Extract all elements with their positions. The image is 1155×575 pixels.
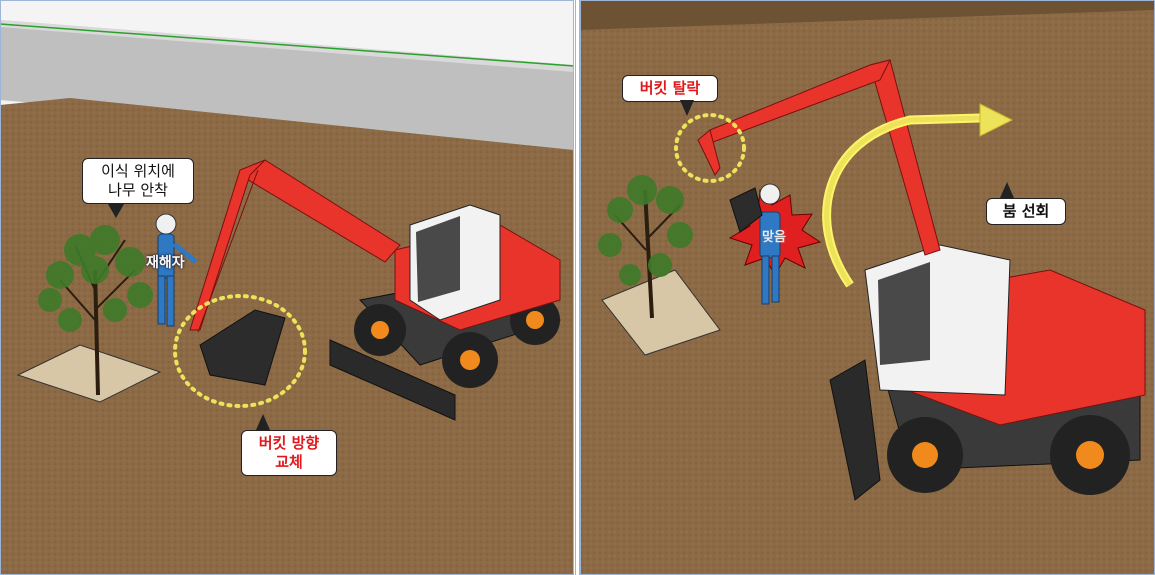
tree <box>598 175 693 319</box>
callout-transplant-line1: 이식 위치에 <box>101 162 175 180</box>
panel-divider <box>575 0 580 575</box>
excavator <box>697 59 1146 501</box>
ground <box>0 98 574 575</box>
callout-boom-swing-tail <box>1000 182 1014 198</box>
callout-bucket-dir-line2: 교체 <box>275 453 303 471</box>
right-scene-panel: 버킷 탈락 붐 선회 맞음 <box>580 0 1155 575</box>
back-wall <box>0 20 574 150</box>
worker-figure <box>759 183 781 305</box>
tree <box>38 225 153 396</box>
bucket-highlight-circle <box>674 113 746 183</box>
worker-figure <box>155 213 198 327</box>
left-scene-illustration <box>0 0 574 575</box>
callout-transplant-tail <box>108 204 124 218</box>
impact-label: 맞음 <box>762 230 786 245</box>
bucket-highlight-circle <box>173 294 307 408</box>
callout-transplant-position: 이식 위치에 나무 안착 <box>82 158 194 204</box>
falling-bucket <box>729 187 763 233</box>
planting-hole <box>16 344 162 403</box>
callout-bucket-direction: 버킷 방향 교체 <box>241 430 337 476</box>
callout-bucket-drop: 버킷 탈락 <box>622 75 718 102</box>
callout-bucket-dir-line1: 버킷 방향 <box>258 434 320 452</box>
callout-transplant-line2: 나무 안착 <box>108 181 168 199</box>
horizon-line <box>0 23 574 67</box>
swing-arrow-head <box>979 103 1014 137</box>
worker-label: 재해자 <box>146 255 185 271</box>
callout-bucket-dir-tail <box>256 414 270 430</box>
callout-bucket-drop-tail <box>680 100 694 116</box>
callout-boom-swing: 붐 선회 <box>986 198 1066 225</box>
excavator <box>189 159 561 421</box>
left-scene-panel: 이식 위치에 나무 안착 재해자 버킷 방향 교체 <box>0 0 574 575</box>
